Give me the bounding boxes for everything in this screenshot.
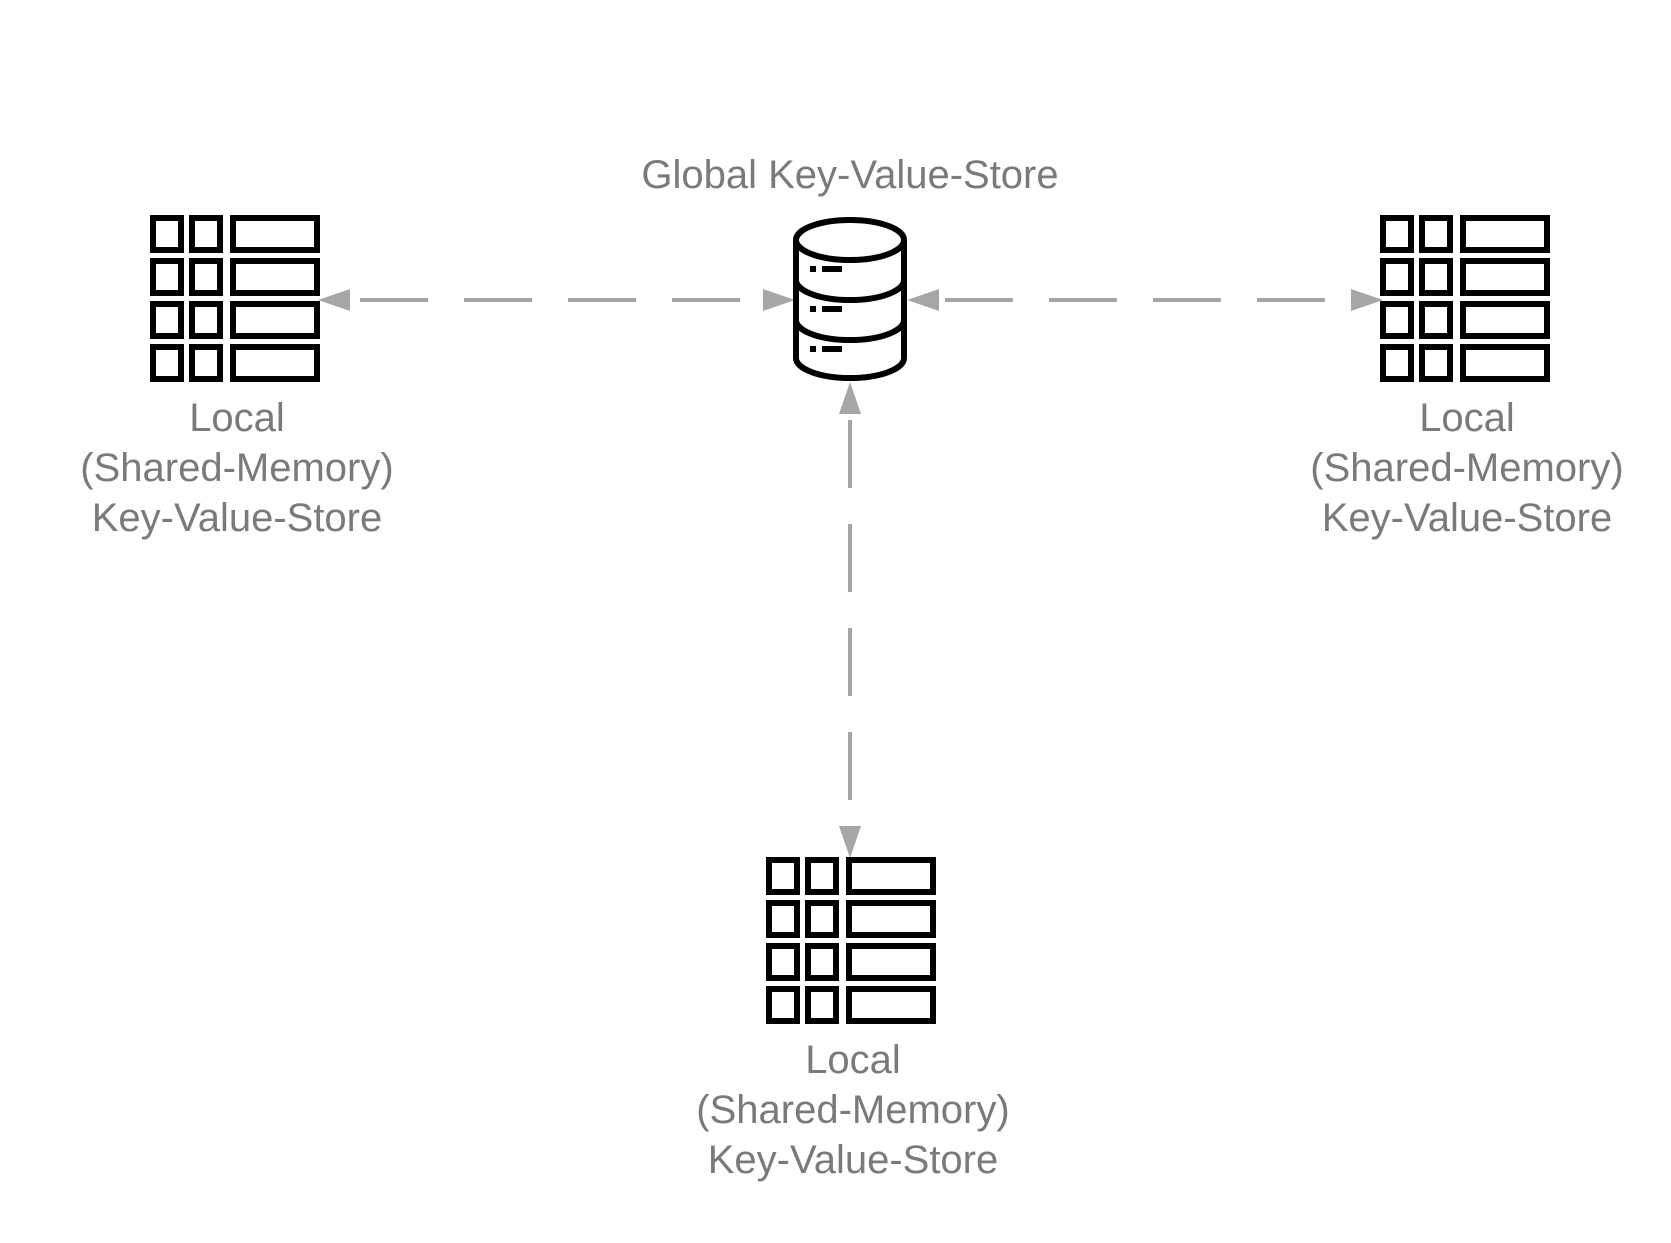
arrowhead-global-from-bottom — [839, 382, 861, 414]
table-cell-square — [189, 344, 223, 382]
arrowhead-left-store — [318, 289, 350, 311]
table-cell-wide — [1460, 258, 1550, 296]
table-cell-wide — [846, 857, 936, 895]
arrowhead-right-store — [1351, 289, 1383, 311]
connector-global-right — [907, 289, 1383, 311]
local-store-label-right: Local (Shared-Memory) Key-Value-Store — [1267, 393, 1667, 543]
local-store-label-line: Key-Value-Store — [91, 496, 383, 540]
table-icon — [1380, 215, 1550, 382]
global-store-label-text: Global Key-Value-Store — [641, 153, 1059, 197]
table-cell-square — [1419, 258, 1453, 296]
table-cell-wide — [846, 986, 936, 1024]
table-cell-square — [766, 943, 800, 981]
local-store-label-line: (Shared-Memory) — [696, 1088, 1010, 1132]
local-store-label-line: Local — [805, 1038, 901, 1082]
table-cell-square — [1380, 301, 1414, 339]
table-cell-wide — [230, 344, 320, 382]
table-cell-square — [1380, 258, 1414, 296]
table-cell-wide — [230, 258, 320, 296]
global-store-label: Global Key-Value-Store — [600, 150, 1100, 200]
table-cell-square — [805, 986, 839, 1024]
table-icon — [766, 857, 936, 1024]
arrowhead-global-from-right — [907, 289, 939, 311]
local-store-label-line: Local — [189, 396, 285, 440]
database-icon — [793, 217, 907, 381]
table-cell-square — [150, 258, 184, 296]
table-cell-wide — [1460, 301, 1550, 339]
local-store-label-left: Local (Shared-Memory) Key-Value-Store — [37, 393, 437, 543]
connector-left-global — [318, 289, 795, 311]
table-cell-square — [766, 900, 800, 938]
table-cell-wide — [846, 943, 936, 981]
table-cell-square — [1419, 301, 1453, 339]
table-cell-square — [150, 344, 184, 382]
local-store-label-bottom: Local (Shared-Memory) Key-Value-Store — [653, 1035, 1053, 1185]
local-store-label-line: (Shared-Memory) — [80, 446, 394, 490]
table-cell-square — [189, 258, 223, 296]
table-cell-square — [1380, 215, 1414, 253]
table-cell-wide — [230, 301, 320, 339]
table-cell-square — [189, 215, 223, 253]
table-cell-wide — [1460, 344, 1550, 382]
table-cell-wide — [1460, 215, 1550, 253]
connector-global-bottom — [839, 382, 861, 858]
table-cell-square — [805, 857, 839, 895]
local-store-label-line: Key-Value-Store — [1321, 496, 1613, 540]
table-icon — [150, 215, 320, 382]
table-cell-square — [189, 301, 223, 339]
arrowhead-global-from-left — [763, 289, 795, 311]
table-cell-square — [150, 215, 184, 253]
table-cell-square — [766, 857, 800, 895]
table-cell-wide — [230, 215, 320, 253]
table-cell-wide — [846, 900, 936, 938]
arrowhead-bottom-store — [839, 826, 861, 858]
local-store-label-line: Local — [1419, 396, 1515, 440]
table-cell-square — [1419, 344, 1453, 382]
local-store-label-line: (Shared-Memory) — [1310, 446, 1624, 490]
table-cell-square — [766, 986, 800, 1024]
table-cell-square — [805, 943, 839, 981]
table-cell-square — [1419, 215, 1453, 253]
table-cell-square — [150, 301, 184, 339]
local-store-label-line: Key-Value-Store — [707, 1138, 999, 1182]
table-cell-square — [805, 900, 839, 938]
table-cell-square — [1380, 344, 1414, 382]
